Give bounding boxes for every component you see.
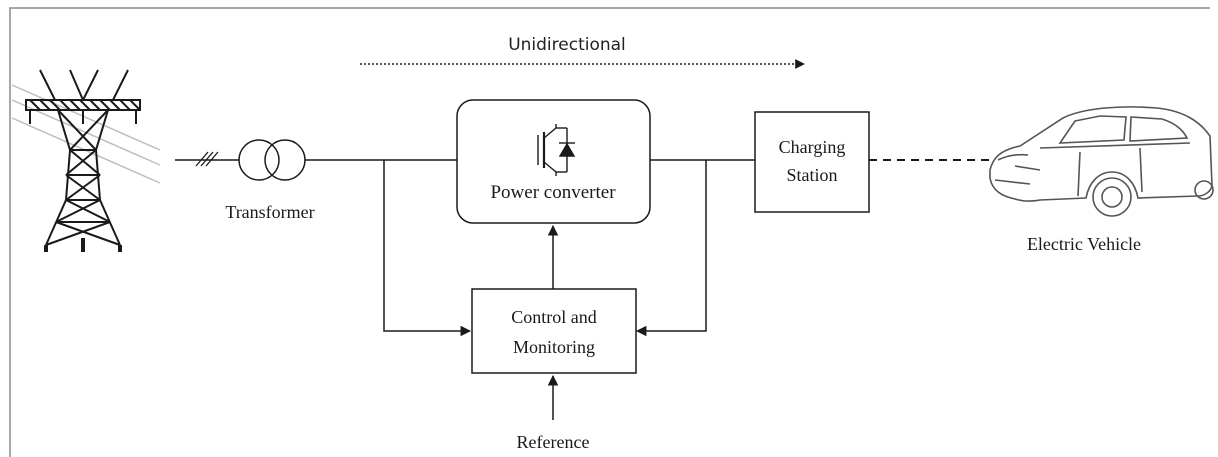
transmission-tower-icon (11, 69, 161, 252)
station-label-line1: Charging (779, 137, 846, 157)
igbt-diode-icon (537, 124, 576, 176)
transformer-icon (238, 139, 306, 181)
control-monitoring-block (471, 288, 637, 374)
frame-border (9, 7, 1210, 457)
ac-sense-line (383, 160, 472, 337)
reference-label: Reference (517, 432, 590, 452)
transformer-label: Transformer (225, 202, 314, 222)
vehicle-label: Electric Vehicle (1027, 234, 1141, 254)
station-label-line2: Station (786, 165, 837, 185)
converter-label: Power converter (490, 182, 616, 203)
control-label-line1: Control and (511, 307, 597, 327)
control-label-line2: Monitoring (513, 337, 595, 357)
car-icon (989, 106, 1214, 217)
three-phase-hatch-icon (195, 151, 219, 167)
direction-label: Unidirectional (508, 35, 626, 55)
dc-sense-line (635, 160, 707, 337)
power-converter-block (456, 99, 651, 224)
charging-station-block (754, 111, 870, 213)
